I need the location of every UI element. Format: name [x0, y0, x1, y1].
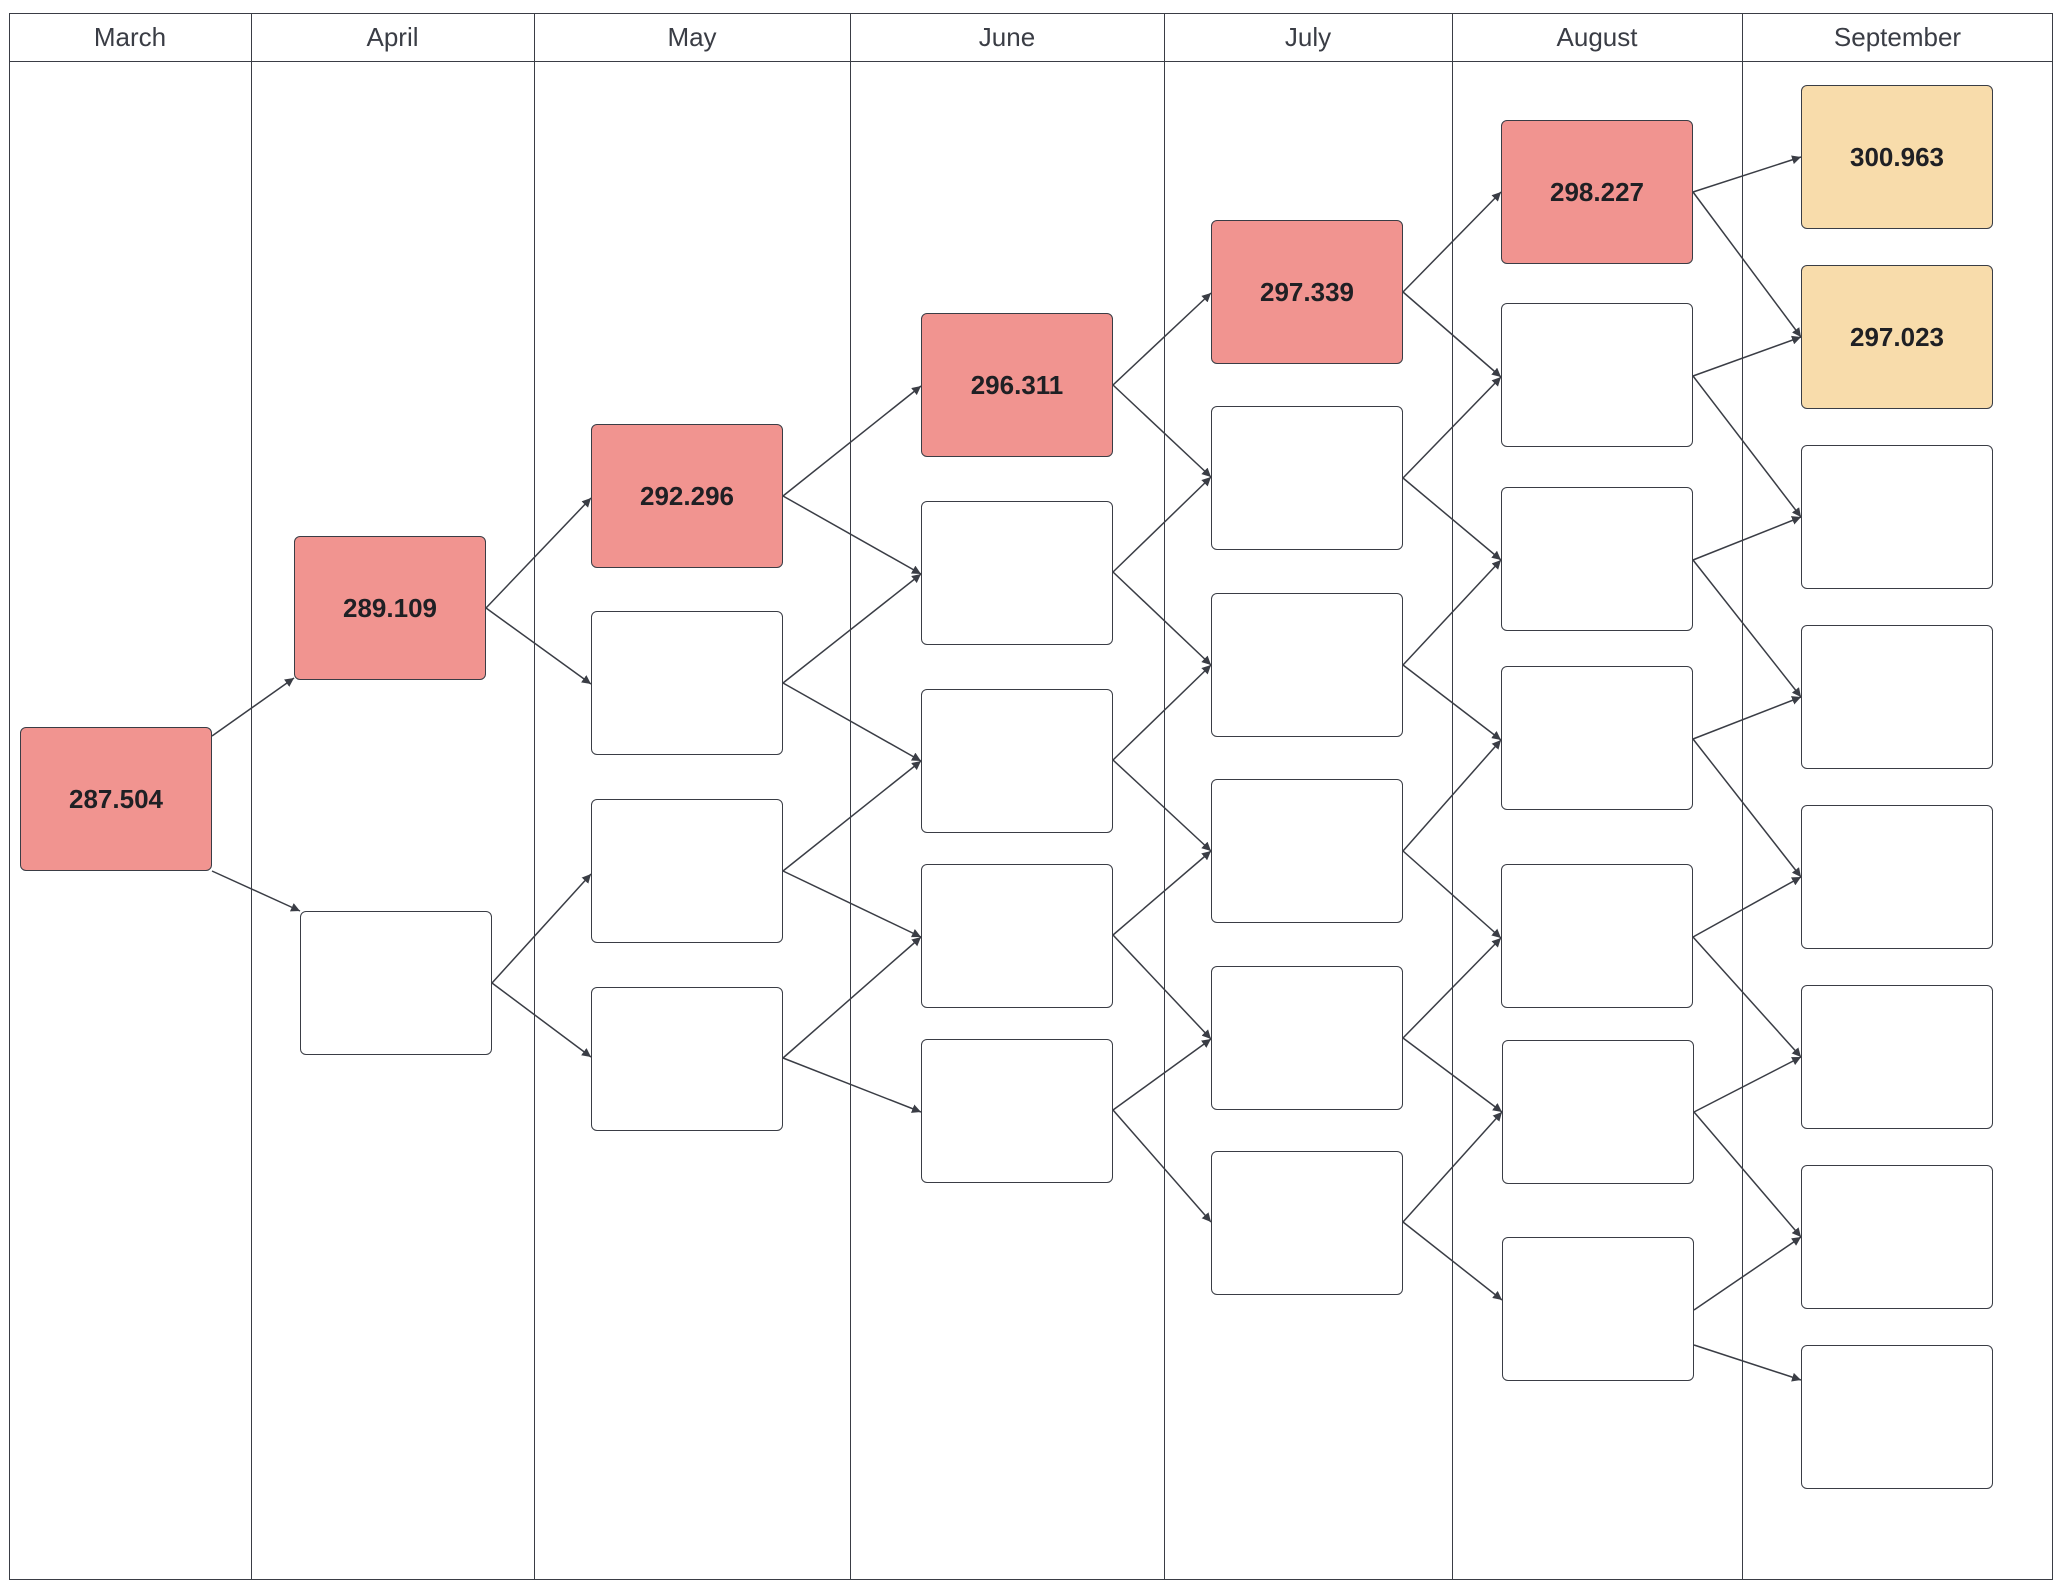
tree-node-september-2: 297.023 — [1801, 265, 1993, 409]
tree-node-july-4 — [1211, 779, 1403, 923]
tree-node-september-6 — [1801, 985, 1993, 1129]
tree-edge-arrow — [782, 573, 922, 684]
tree-edge-arrow — [211, 870, 301, 912]
tree-edge-arrow — [1693, 1344, 1802, 1382]
column-header-may: May — [667, 21, 717, 52]
column-divider — [1452, 13, 1453, 1580]
tree-node-may-2 — [591, 611, 783, 755]
tree-edge-arrow — [1692, 516, 1802, 561]
tree-edge-arrow — [1112, 850, 1212, 936]
tree-node-august-5 — [1501, 864, 1693, 1008]
tree-node-august-7 — [1502, 1237, 1694, 1381]
tree-node-july-2 — [1211, 406, 1403, 550]
tree-edge-arrow — [1402, 291, 1502, 378]
tree-edge-arrow — [1692, 738, 1802, 878]
tree-edge-arrow — [1692, 375, 1802, 518]
tree-node-september-5 — [1801, 805, 1993, 949]
tree-edge-arrow — [1402, 559, 1502, 666]
tree-edge-arrow — [1112, 664, 1212, 761]
tree-edge-arrow — [1402, 664, 1502, 741]
tree-node-june-1: 296.311 — [921, 313, 1113, 457]
tree-node-september-4 — [1801, 625, 1993, 769]
tree-edge-arrow — [1692, 936, 1802, 1058]
column-header-april: April — [366, 21, 419, 52]
tree-node-september-1: 300.963 — [1801, 85, 1993, 229]
column-divider — [251, 13, 252, 1580]
column-divider — [1164, 13, 1165, 1580]
tree-node-july-1: 297.339 — [1211, 220, 1403, 364]
tree-edge-arrow — [782, 760, 922, 872]
tree-node-may-3 — [591, 799, 783, 943]
tree-edge-arrow — [1112, 759, 1212, 852]
header-separator — [9, 61, 2053, 62]
column-header-june: June — [978, 21, 1036, 52]
tree-edge-arrow — [782, 495, 922, 575]
tree-edge-arrow — [1692, 191, 1802, 338]
tree-edge-arrow — [1402, 937, 1502, 1039]
tree-node-june-3 — [921, 689, 1113, 833]
tree-edge-arrow — [485, 497, 592, 609]
tree-edge-arrow — [1112, 1109, 1212, 1223]
tree-node-july-6 — [1211, 1151, 1403, 1295]
tree-node-september-3 — [1801, 445, 1993, 589]
tree-node-june-5 — [921, 1039, 1113, 1183]
tree-edge-arrow — [782, 936, 922, 1059]
tree-edge-arrow — [782, 385, 922, 497]
tree-edge-arrow — [1112, 1038, 1212, 1111]
tree-node-august-6 — [1502, 1040, 1694, 1184]
tree-edge-arrow — [782, 870, 922, 938]
tree-node-september-7 — [1801, 1165, 1993, 1309]
tree-edge-arrow — [1112, 476, 1212, 573]
tree-node-september-8 — [1801, 1345, 1993, 1489]
tree-edge-arrow — [1692, 335, 1802, 377]
tree-edge-arrow — [491, 873, 592, 984]
tree-edge-arrow — [782, 682, 922, 762]
column-header-september: September — [1833, 21, 1962, 52]
column-header-march: March — [93, 21, 167, 52]
column-header-august: August — [1556, 21, 1638, 52]
tree-edge-arrow — [1693, 1236, 1802, 1311]
tree-edge-arrow — [1402, 1221, 1503, 1301]
column-divider — [534, 13, 535, 1580]
tree-edge-arrow — [1112, 384, 1212, 478]
tree-node-may-4 — [591, 987, 783, 1131]
column-divider — [850, 13, 851, 1580]
tree-node-august-4 — [1501, 666, 1693, 810]
tree-edge-arrow — [1112, 571, 1212, 666]
tree-edge-arrow — [1112, 292, 1212, 386]
tree-edge-arrow — [1692, 155, 1802, 193]
tree-node-april-1: 289.109 — [294, 536, 486, 680]
tree-edge-arrow — [1402, 1037, 1503, 1113]
tree-edge-arrow — [1692, 696, 1802, 740]
tree-edge-arrow — [211, 677, 295, 737]
tree-node-july-5 — [1211, 966, 1403, 1110]
tree-edge-arrow — [1693, 1056, 1802, 1113]
tree-edge-arrow — [1402, 376, 1502, 479]
tree-edge-arrow — [1402, 850, 1502, 939]
tree-edge-arrow — [1692, 559, 1802, 698]
tree-edge-arrow — [1692, 876, 1802, 938]
tree-edge-arrow — [491, 982, 592, 1058]
tree-node-august-2 — [1501, 303, 1693, 447]
tree-edge-arrow — [1693, 1111, 1802, 1238]
column-divider — [1742, 13, 1743, 1580]
tree-edge-arrow — [1402, 739, 1502, 852]
column-header-july: July — [1284, 21, 1332, 52]
tree-edge-arrow — [485, 607, 592, 685]
tree-node-june-4 — [921, 864, 1113, 1008]
tree-node-march-1: 287.504 — [20, 727, 212, 871]
tree-node-april-2 — [300, 911, 492, 1055]
tree-edge-arrow — [1402, 191, 1502, 293]
tree-node-june-2 — [921, 501, 1113, 645]
tree-node-august-1: 298.227 — [1501, 120, 1693, 264]
tree-node-may-1: 292.296 — [591, 424, 783, 568]
tree-node-august-3 — [1501, 487, 1693, 631]
tree-edge-arrow — [1402, 1111, 1503, 1223]
tree-node-july-3 — [1211, 593, 1403, 737]
tree-edge-arrow — [1112, 934, 1212, 1040]
tree-edge-arrow — [1402, 477, 1502, 561]
tree-edge-arrow — [782, 1057, 922, 1113]
